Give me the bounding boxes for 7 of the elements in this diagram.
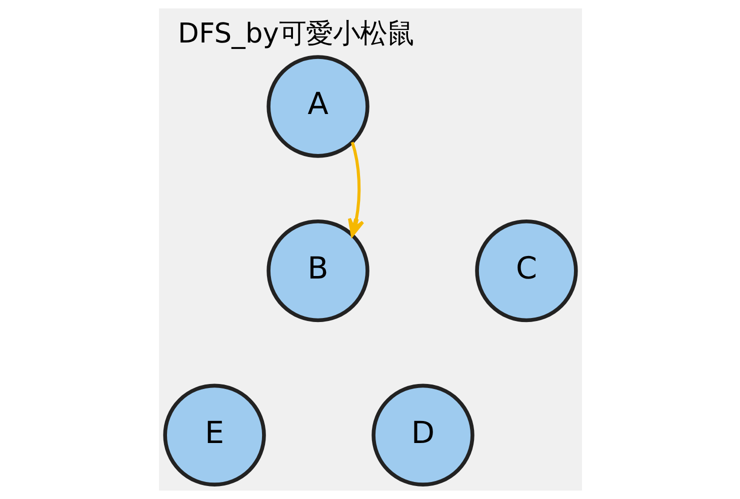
node-circle: E [162, 384, 266, 486]
diagram-title: DFS_by可愛小松鼠 [177, 18, 414, 50]
node-circle: A [266, 55, 369, 158]
node-circle: D [371, 384, 474, 486]
node-circle: C [474, 219, 578, 322]
arrow [347, 142, 364, 237]
node-circle: B [266, 219, 369, 322]
